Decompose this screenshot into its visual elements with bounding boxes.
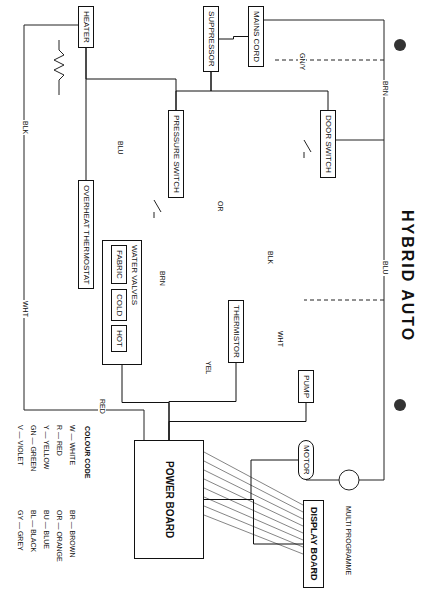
- wire-code: BRN: [158, 270, 166, 287]
- component-label: DOOR SWITCH: [323, 115, 333, 173]
- legend-entry: Y — YELLOW: [42, 425, 50, 469]
- wire-code: WHT: [276, 330, 284, 348]
- wire-connector: [219, 37, 248, 40]
- legend-heading: COLOUR CODE: [83, 425, 91, 480]
- legend-entry: W — WHITE: [68, 425, 76, 465]
- dashed-wire: [274, 60, 384, 61]
- component-label: POWER BOARD: [163, 461, 175, 538]
- valve-box: COLD: [111, 289, 127, 321]
- wire-connector: [122, 365, 169, 440]
- component-label: MOTOR: [301, 445, 311, 475]
- component-label: PUMP: [301, 375, 311, 398]
- component-label: HOT: [114, 330, 124, 347]
- wire: [24, 25, 144, 440]
- component-box: DOOR SWITCH: [320, 110, 336, 178]
- legend-text: BR — BROWN: [68, 510, 76, 557]
- wire-code: BLU: [116, 140, 124, 156]
- component-box: OVERHEAT THERMOSTAT: [78, 180, 94, 289]
- punch-hole: [394, 39, 406, 51]
- wire-code: RED: [98, 398, 106, 415]
- wire-code: BRN: [381, 80, 389, 97]
- legend-entry: BU — BLUE: [42, 510, 50, 549]
- legend-text: V — VIOLET: [16, 425, 24, 465]
- dashed-wire: [304, 300, 384, 301]
- ribbon-wire: [204, 452, 303, 505]
- legend-entry: GY — GREY: [16, 510, 24, 551]
- wire: [59, 40, 60, 95]
- legend-entry: OR — ORANGE: [55, 510, 63, 562]
- component-box: MOTOR: [298, 440, 314, 480]
- legend-text: Y — YELLOW: [42, 425, 50, 469]
- component-label: SUPPRESSOR: [206, 11, 216, 67]
- valve-box: FABRIC: [111, 245, 127, 284]
- wire-code: GN/Y: [298, 52, 306, 71]
- component-label: THERMISTOR: [231, 305, 241, 358]
- wire-connector: [211, 72, 328, 110]
- wire: [264, 20, 384, 480]
- ribbon-cable: [204, 452, 303, 554]
- legend-text: BU — BLUE: [42, 510, 50, 549]
- legend-text: R — RED: [55, 425, 63, 456]
- legend-entry: GN — GREEN: [29, 425, 37, 471]
- component-box: PUMP: [298, 370, 314, 403]
- wire-connector: [176, 72, 211, 110]
- legend-entry: BL — BLACK: [29, 510, 37, 552]
- punch-hole: [394, 399, 406, 411]
- component-box: PRESSURE SWITCH: [168, 110, 184, 198]
- component-box: POWER BOARD: [134, 440, 204, 559]
- legend-text: BL — BLACK: [29, 510, 37, 552]
- component-box: THERMISTOR: [228, 300, 244, 363]
- wire-connector: [86, 48, 87, 180]
- valve-box: HOT: [111, 325, 127, 352]
- component-label: PRESSURE SWITCH: [171, 115, 181, 193]
- legend-text: GY — GREY: [16, 510, 24, 551]
- legend-text: OR — ORANGE: [55, 510, 63, 562]
- component-label: FABRIC: [114, 250, 124, 279]
- wire-code: OR: [216, 200, 224, 213]
- switch-symbol: [304, 140, 311, 158]
- wire-code: WHT: [21, 300, 29, 318]
- wire-connector: [204, 500, 303, 545]
- component-label: COLD: [114, 294, 124, 316]
- wire-code: BLK: [21, 120, 29, 135]
- component-box: MAINS CORD: [248, 6, 264, 67]
- component-box: WATER VALVES FABRIC COLD HOT: [102, 240, 142, 365]
- component-label: HEATER: [81, 11, 91, 43]
- wire-code: BLU: [381, 260, 389, 276]
- wire-connector: [169, 403, 306, 440]
- component-box: DISPLAY BOARD: [303, 500, 324, 588]
- wire-code: MULTI PROGRAMME: [344, 505, 352, 576]
- resistor-symbol: [54, 50, 64, 80]
- component-box: HEATER: [78, 6, 94, 48]
- wire-code: BLK: [266, 250, 274, 265]
- wire-connector: [169, 363, 236, 440]
- wire-connector: [204, 460, 298, 500]
- legend-entry: BR — BROWN: [68, 510, 76, 557]
- wire-code: YEL: [204, 360, 212, 375]
- motor-symbol: [339, 470, 359, 490]
- legend-text: GN — GREEN: [29, 425, 37, 471]
- component-box: SUPPRESSOR: [203, 6, 219, 72]
- wire-group: [24, 20, 384, 480]
- wire: [336, 140, 384, 141]
- component-label: OVERHEAT THERMOSTAT: [81, 185, 91, 284]
- wire-connector: [86, 48, 176, 110]
- legend-entry: R — RED: [55, 425, 63, 456]
- legend-text: W — WHITE: [68, 425, 76, 465]
- switch-symbol: [154, 200, 161, 218]
- legend-entry: V — VIOLET: [16, 425, 24, 465]
- component-label: WATER VALVES: [129, 245, 139, 360]
- component-label: MAINS CORD: [251, 11, 261, 62]
- diagram-title: HYBRID AUTO: [398, 210, 416, 342]
- component-label: DISPLAY BOARD: [308, 507, 319, 581]
